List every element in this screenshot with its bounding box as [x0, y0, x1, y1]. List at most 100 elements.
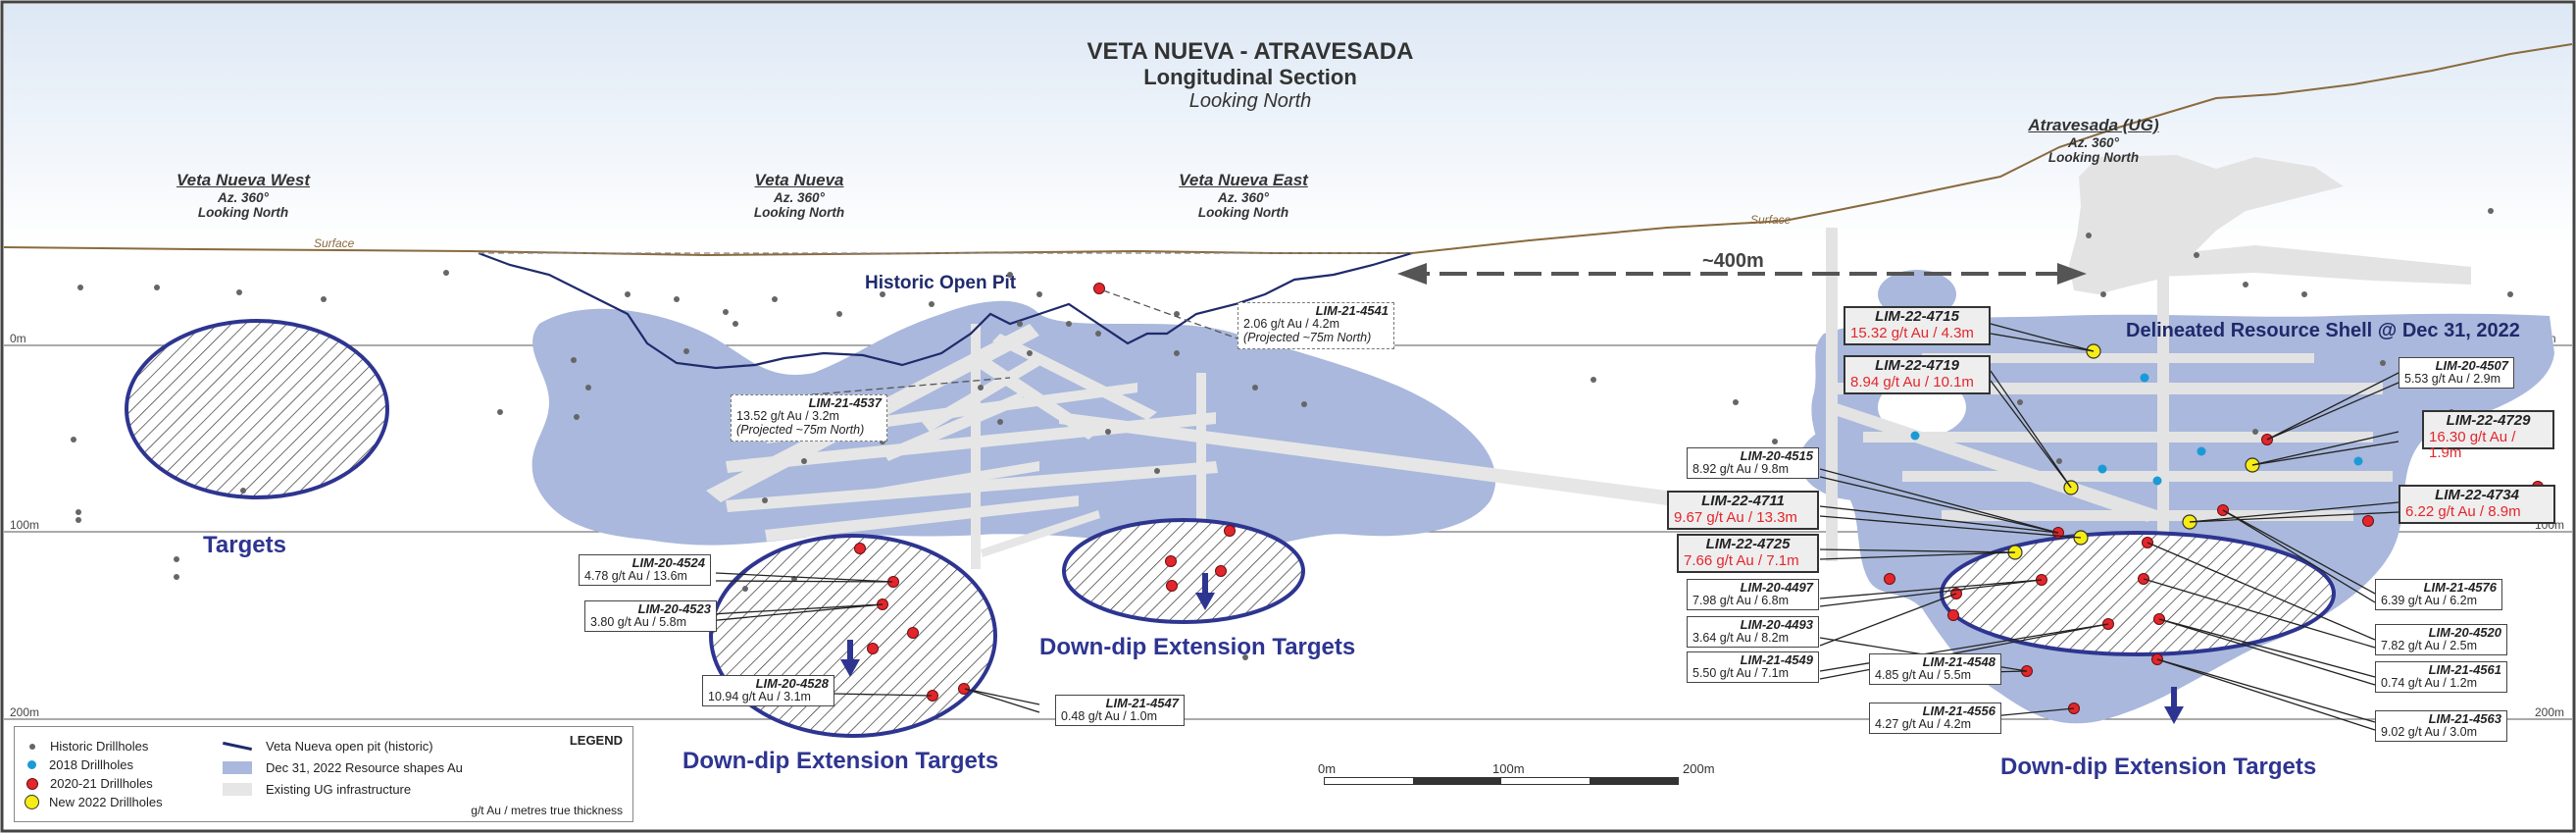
intercept-value: 4.78 g/t Au / 13.6m: [584, 569, 687, 584]
surface-label-right: Surface: [1750, 213, 1792, 227]
intercept-id: LIM-22-4719: [1875, 357, 1959, 374]
pit-line-icon: [223, 741, 252, 752]
intercept-value: 7.98 g/t Au / 6.8m: [1692, 594, 1789, 608]
target-zone-vn-east: [1062, 518, 1305, 624]
resource-swatch-icon: [223, 761, 252, 774]
level-200m-left: 200m: [10, 705, 39, 719]
section-name: Veta Nueva West: [176, 171, 311, 189]
legend-item-2018: 2018 Drillholes: [25, 757, 133, 772]
intercept-id: LIM-21-4549: [1740, 652, 1813, 667]
figure-title: VETA NUEVA - ATRAVESADA Longitudinal Sec…: [981, 39, 1520, 113]
section-label-vn-east: Veta Nueva East Az. 360° Looking North: [1145, 171, 1341, 220]
intercept-id: LIM-20-4524: [631, 555, 705, 570]
legend-item-resource: Dec 31, 2022 Resource shapes Au: [223, 760, 463, 775]
target-zone-west: [125, 319, 389, 499]
legend-item-pit: Veta Nueva open pit (historic): [223, 739, 433, 754]
legend-item-2022: New 2022 Drillholes: [25, 795, 163, 809]
level-200m-right: 200m: [2535, 705, 2564, 719]
historic-drillholes: [71, 208, 2513, 660]
intercept-id: LIM-20-4523: [637, 601, 711, 616]
section-look: Looking North: [197, 205, 289, 220]
scale-0m: 0m: [1318, 761, 1337, 776]
down-dip-label-vne: Down-dip Extension Targets: [1039, 634, 1355, 660]
intercept-value: 8.92 g/t Au / 9.8m: [1692, 462, 1789, 477]
grey-dot-icon: [29, 743, 35, 750]
leader-lines: [676, 289, 2399, 731]
distance-arrow-left-head: [1397, 263, 1427, 285]
legend-item-historic: Historic Drillholes: [25, 739, 148, 754]
down-dip-label-atr: Down-dip Extension Targets: [2000, 754, 2316, 780]
ug-swatch-icon: [223, 783, 252, 796]
intercept-value: 10.94 g/t Au / 3.1m: [708, 690, 811, 704]
historic-pit-label: Historic Open Pit: [865, 273, 1017, 293]
legend: LEGEND Historic Drillholes 2018 Drillhol…: [14, 726, 633, 822]
drillholes-2022: [2007, 343, 2260, 560]
intercept-value: 15.32 g/t Au / 4.3m: [1850, 324, 1974, 341]
intercept-value: 4.85 g/t Au / 5.5m: [1875, 668, 1971, 683]
section-label-atravesada: Atravesada (UG) Az. 360° Looking North: [1995, 116, 2192, 165]
legend-item-ug: Existing UG infrastructure: [223, 782, 411, 797]
scale-200m: 200m: [1683, 761, 1715, 776]
intercept-value: 6.39 g/t Au / 6.2m: [2381, 594, 2477, 608]
intercept-value: 16.30 g/t Au / 1.9m: [2429, 428, 2516, 461]
intercept-id: LIM-20-4507: [2435, 358, 2508, 373]
legend-label: New 2022 Drillholes: [49, 795, 163, 809]
section-az: Az. 360°: [2068, 135, 2119, 150]
legend-label: Historic Drillholes: [50, 739, 149, 754]
legend-label: 2020-21 Drillholes: [50, 776, 153, 791]
distance-arrow-right-head: [2057, 263, 2087, 285]
intercept-id: LIM-20-4515: [1740, 448, 1813, 463]
intercept-value: 8.94 g/t Au / 10.1m: [1850, 373, 1974, 390]
scale-100m: 100m: [1492, 761, 1525, 776]
section-name: Veta Nueva: [754, 171, 844, 189]
section-look: Looking North: [2047, 150, 2140, 165]
section-look: Looking North: [1197, 205, 1289, 220]
intercept-note: (Projected ~75m North): [736, 423, 865, 438]
blue-dot-icon: [27, 760, 36, 769]
intercept-value: 13.52 g/t Au / 3.2m: [736, 409, 839, 424]
intercept-id: LIM-21-4548: [1922, 654, 1995, 669]
intercept-value: 9.02 g/t Au / 3.0m: [2381, 725, 2477, 740]
surface-label-left: Surface: [314, 236, 355, 250]
intercept-value: 6.22 g/t Au / 8.9m: [2405, 502, 2521, 520]
level-100m-left: 100m: [10, 518, 39, 532]
intercept-id: LIM-21-4556: [1922, 703, 1995, 718]
legend-label: 2018 Drillholes: [49, 757, 133, 772]
section-label-vn: Veta Nueva Az. 360° Looking North: [701, 171, 897, 220]
down-arrows: [840, 573, 2184, 724]
legend-label: Existing UG infrastructure: [266, 782, 412, 797]
intercept-value: 9.67 g/t Au / 13.3m: [1674, 508, 1797, 526]
section-az: Az. 360°: [774, 190, 825, 205]
section-name: Veta Nueva East: [1179, 171, 1308, 189]
surface-line: [3, 43, 2573, 257]
targets-label: Targets: [203, 532, 286, 558]
sky-band: [4, 4, 2572, 245]
intercept-id: LIM-20-4497: [1740, 580, 1813, 595]
intercept-id: LIM-21-4561: [2428, 662, 2501, 677]
intercept-value: 7.66 g/t Au / 7.1m: [1684, 551, 1799, 569]
legend-item-2020-21: 2020-21 Drillholes: [25, 776, 153, 791]
title-line3: Looking North: [1188, 90, 1312, 112]
intercept-id: LIM-22-4725: [1705, 536, 1791, 552]
intercept-id: LIM-21-4547: [1105, 696, 1179, 710]
title-line2: Longitudinal Section: [1143, 65, 1357, 89]
